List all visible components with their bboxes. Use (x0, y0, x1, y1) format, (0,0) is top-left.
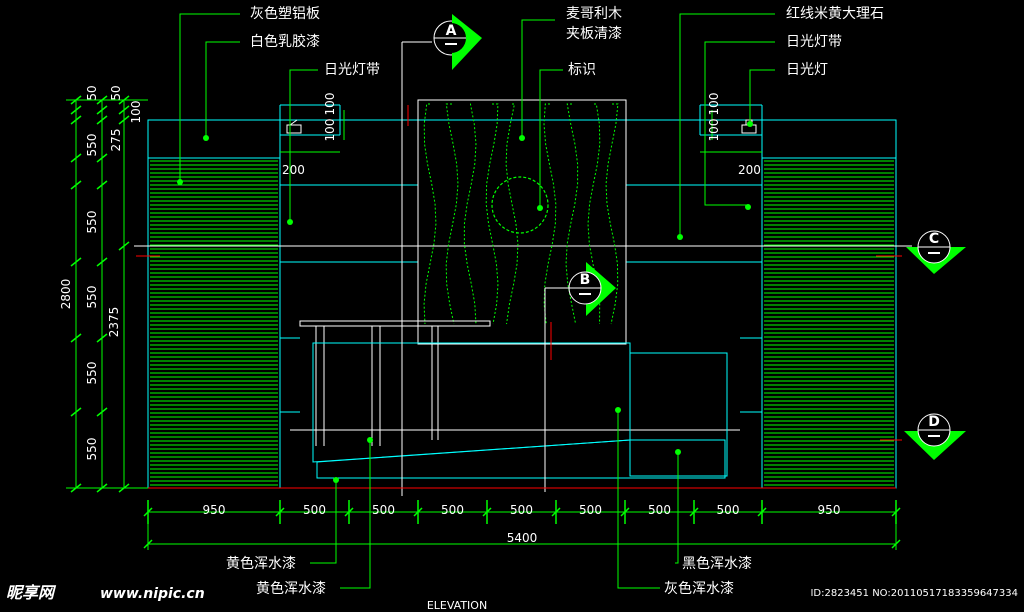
section-b-letter: B (580, 272, 591, 288)
reception-counter (299, 320, 728, 479)
image-id: ID:2823451 NO:20110517183359647334 (810, 588, 1018, 599)
dim-left-100a: 100 (323, 93, 337, 116)
section-mark-a: A (433, 14, 482, 70)
dim-right-100a: 100 (707, 93, 721, 116)
watermark-url: www.nipic.cn (100, 586, 205, 602)
dim-bottom-3: 500 (441, 503, 464, 517)
dim-2375: 2375 (107, 307, 121, 338)
label-daylight-strip-right: 日光灯带 (786, 34, 842, 50)
section-mark-c: C (906, 230, 966, 274)
section-mark-d: D (904, 413, 966, 460)
drawing-title: ELEVATION (427, 599, 487, 612)
dim-left-outer-0: 50 (85, 85, 99, 100)
dim-left-outer-1: 550 (85, 134, 99, 157)
label-logo: 标识 (568, 62, 596, 78)
dim-bottom-6: 500 (648, 503, 671, 517)
dimension-ticks-bottom (143, 500, 901, 549)
section-mark-b: B (568, 262, 616, 316)
dim-bottom-5: 500 (579, 503, 602, 517)
guide-lines (401, 41, 570, 496)
logo-circle (491, 176, 549, 234)
section-a-letter: A (446, 23, 457, 39)
dim-left-outer-5: 550 (85, 438, 99, 461)
inner-panels (280, 184, 762, 413)
label-daylight-lamp: 日光灯 (786, 62, 828, 78)
dim-bottom-7: 500 (717, 503, 740, 517)
reference-lines (134, 245, 912, 431)
label-gray-aluminum-panel: 灰色塑铝板 (250, 5, 320, 22)
dim-200-right: 200 (738, 163, 761, 177)
dim-total-height: 2800 (59, 279, 73, 310)
label-daylight-strip-left: 日光灯带 (324, 62, 380, 78)
dim-left-outer-2: 550 (85, 211, 99, 234)
section-d-letter: D (928, 414, 940, 430)
label-makore-wood: 麦哥利木 (566, 6, 622, 22)
label-red-beige-marble: 红线米黄大理石 (786, 5, 884, 22)
leader-lines (179, 13, 775, 589)
bottom-dimension-labels: 950 500 500 500 500 500 500 500 950 (203, 503, 841, 517)
leader-dots (177, 121, 753, 483)
section-c-letter: C (929, 231, 939, 247)
dim-bottom-4: 500 (510, 503, 533, 517)
label-yellow-paint-2: 黄色浑水漆 (256, 580, 326, 597)
dim-total-width: 5400 (507, 531, 538, 545)
dim-left-100b: 100 (323, 119, 337, 142)
dim-left-outer-3: 550 (85, 286, 99, 309)
light-fixture-left (286, 119, 302, 134)
watermark-brand: 昵享网 (6, 583, 57, 602)
label-gray-paint: 灰色浑水漆 (664, 580, 734, 597)
dim-bottom-2: 500 (372, 503, 395, 517)
dimension-lines (66, 99, 897, 550)
dimension-ticks-left (70, 95, 130, 493)
dim-bottom-0: 950 (203, 503, 226, 517)
aluminum-panel-hatch-left (150, 160, 278, 486)
dim-bottom-8: 950 (818, 503, 841, 517)
label-yellow-paint-1: 黄色浑水漆 (226, 555, 296, 572)
center-marks (136, 105, 902, 489)
dim-200-left: 200 (282, 163, 305, 177)
label-black-paint: 黑色浑水漆 (682, 555, 752, 572)
dim-left-inner-0: 50 (109, 85, 123, 100)
dim-left-outer-4: 550 (85, 362, 99, 385)
left-dimension-labels: 50 550 550 550 550 550 50 275 (85, 85, 123, 460)
label-veneer-clear-paint: 夹板清漆 (566, 26, 622, 42)
dim-bottom-1: 500 (303, 503, 326, 517)
dim-right-100b: 100 (707, 119, 721, 142)
dim-top-100: 100 (129, 101, 143, 124)
label-white-latex-paint: 白色乳胶漆 (250, 33, 320, 50)
aluminum-panel-hatch-right (764, 160, 894, 486)
dim-left-inner-1: 275 (109, 129, 123, 152)
